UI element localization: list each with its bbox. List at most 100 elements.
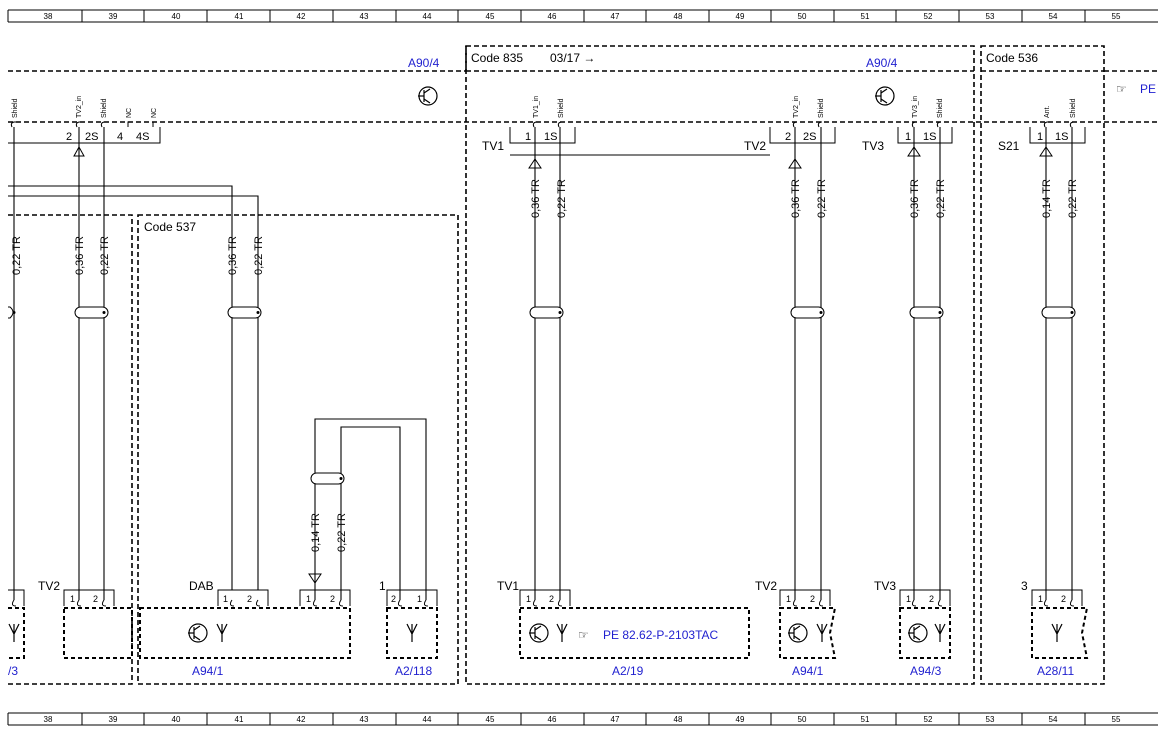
pe-mid-ref[interactable]: PE 82.62-P-2103TAC <box>603 628 719 642</box>
code-835-label: Code 835 <box>471 51 523 65</box>
component-ref[interactable]: A2/118 <box>395 664 432 678</box>
ruler-label: 50 <box>798 12 807 21</box>
ruler-label: 42 <box>297 715 306 724</box>
pin-label: Shield <box>12 98 19 118</box>
pin-number: 1 <box>417 594 422 604</box>
pin-number: 2 <box>1061 594 1066 604</box>
ruler-label: 51 <box>861 715 870 724</box>
wire-label: 0,22 TR <box>11 236 23 275</box>
ruler-label: 42 <box>297 12 306 21</box>
ruler-label: 39 <box>109 715 118 724</box>
code-536-box <box>980 45 1105 685</box>
wire-label: 0,22 TR <box>816 179 828 218</box>
pin-number: 2 <box>247 594 252 604</box>
component-ref[interactable]: A94/1 <box>792 664 824 678</box>
pin-label: Shield <box>937 98 944 118</box>
ruler-label: 38 <box>44 12 53 21</box>
ruler-label: 55 <box>1112 12 1121 21</box>
hand-pointer-icon: ☞ <box>578 628 589 642</box>
pin-number: 1S <box>1055 131 1068 143</box>
label-tv1-bottom: TV1 <box>497 579 519 593</box>
wire-label: 0,36 TR <box>530 179 542 218</box>
wire-label: 0,22 TR <box>253 236 265 275</box>
antenna-icon <box>406 623 418 642</box>
pin-number: 1 <box>223 594 228 604</box>
pin-number: 1 <box>786 594 791 604</box>
wire-label: 0,22 TR <box>935 179 947 218</box>
label-tv3: TV3 <box>862 139 884 153</box>
label-three: 3 <box>1021 579 1028 593</box>
transistor-icon <box>418 86 438 106</box>
transistor-icon <box>188 623 208 643</box>
ruler-label: 46 <box>548 715 557 724</box>
component-ref[interactable]: A94/3 <box>910 664 942 678</box>
ruler-label: 50 <box>798 715 807 724</box>
antenna-icon <box>816 623 828 642</box>
ruler-label: 45 <box>486 12 495 21</box>
pin-number: 2 <box>330 594 335 604</box>
ruler-label: 47 <box>611 715 620 724</box>
component-ref[interactable]: A28/11 <box>1037 664 1074 678</box>
wire-label: 0,22 TR <box>336 513 348 552</box>
wire-label: 0,14 TR <box>310 513 322 552</box>
label-tv2-bottom: TV2 <box>755 579 777 593</box>
transistor-icon <box>908 623 928 643</box>
ruler-label: 41 <box>235 715 244 724</box>
ruler-label: 52 <box>924 715 933 724</box>
wire-label: 0,22 TR <box>1067 179 1079 218</box>
label-dab: DAB <box>189 579 214 593</box>
ruler-label: 49 <box>736 715 745 724</box>
pin-number: 4 <box>117 131 123 143</box>
top-ruler: 38 39 40 41 42 43 44 45 46 47 48 49 50 5… <box>7 9 1158 23</box>
pin-number: 2 <box>66 131 72 143</box>
code-835-box <box>465 45 975 685</box>
ruler-label: 48 <box>674 12 683 21</box>
component-ref[interactable]: /3 <box>8 664 18 678</box>
pin-number: 2 <box>391 594 396 604</box>
antenna-icon <box>1051 623 1063 642</box>
label-tv3-bottom: TV3 <box>874 579 896 593</box>
wire-label: 0,14 TR <box>1041 179 1053 218</box>
label-tv1: TV1 <box>482 139 504 153</box>
pin-number: 2 <box>785 131 791 143</box>
ruler-label: 53 <box>986 715 995 724</box>
pin-label: NC <box>151 108 158 118</box>
a904-left-ref[interactable]: A90/4 <box>408 56 440 70</box>
ruler-label: 40 <box>172 12 181 21</box>
transistor-icon <box>875 86 895 106</box>
wire-label: 0,36 TR <box>227 236 239 275</box>
pin-label: TV1_in <box>533 96 540 118</box>
ruler-label: 45 <box>486 715 495 724</box>
a904-right-ref[interactable]: A90/4 <box>866 56 898 70</box>
transistor-icon <box>529 623 549 643</box>
ruler-label: 43 <box>360 715 369 724</box>
pin-label: Shield <box>818 98 825 118</box>
component-ref[interactable]: A2/19 <box>612 664 644 678</box>
pin-number: 2 <box>549 594 554 604</box>
ruler-label: 53 <box>986 12 995 21</box>
ruler-label: 43 <box>360 12 369 21</box>
antenna-icon <box>556 623 568 642</box>
pin-number: 2 <box>93 594 98 604</box>
wire-label: 0,36 TR <box>74 236 86 275</box>
pin-number: 1S <box>923 131 936 143</box>
pe-right-ref[interactable]: PE <box>1140 82 1156 96</box>
transistor-icon <box>788 623 808 643</box>
pin-label: TV3_in <box>912 96 919 118</box>
pin-number: 1 <box>526 594 531 604</box>
antenna-icon <box>8 623 20 642</box>
wire-label: 0,22 TR <box>556 179 568 218</box>
ruler-label: 54 <box>1049 715 1058 724</box>
ruler-label: 40 <box>172 715 181 724</box>
component-ref[interactable]: A94/1 <box>192 664 224 678</box>
pin-label: Shield <box>101 98 108 118</box>
ruler-label: 41 <box>235 12 244 21</box>
pin-number: 2S <box>85 131 98 143</box>
ruler-label: 55 <box>1112 715 1121 724</box>
pin-number: 1S <box>544 131 557 143</box>
pin-number: 1 <box>905 131 911 143</box>
antenna-icon <box>216 623 228 642</box>
bottom-ruler: 38 39 40 41 42 43 44 45 46 47 48 49 50 5… <box>7 712 1158 726</box>
pin-number: 4S <box>136 131 149 143</box>
